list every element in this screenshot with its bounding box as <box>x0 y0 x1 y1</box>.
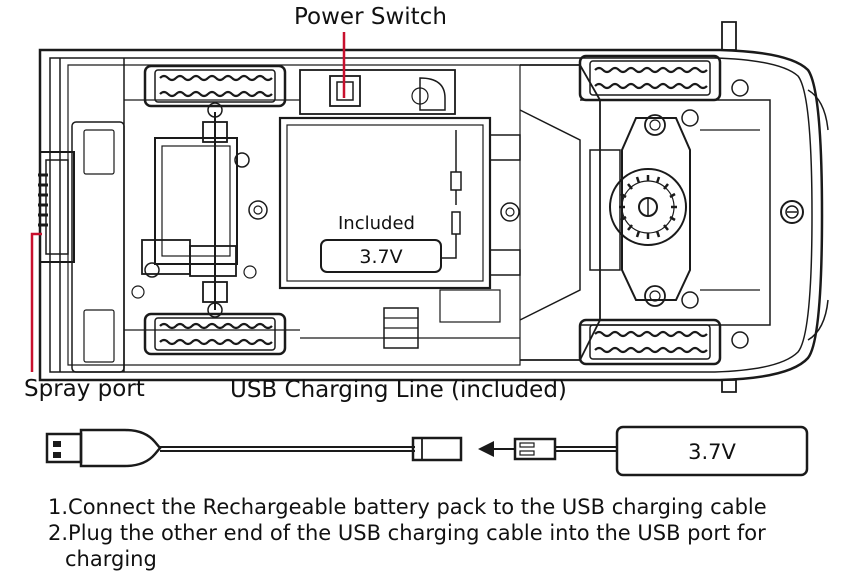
car-body <box>38 21 829 393</box>
rear-wheel-bottom <box>143 302 287 356</box>
cable-connector-female <box>411 436 463 462</box>
battery-connector-male <box>513 437 557 461</box>
spray-port <box>38 121 125 373</box>
cable-battery-pack <box>615 425 809 477</box>
front-screw <box>780 200 804 224</box>
battery-compartment <box>278 116 521 290</box>
battery-voltage-label: 3.7V <box>359 246 402 268</box>
front-wheel-top <box>578 54 749 102</box>
battery-pack <box>320 239 442 273</box>
usb-charging-line-label: USB Charging Line (included) <box>230 377 567 403</box>
rear-wheel-top <box>143 64 287 118</box>
chassis-details <box>300 87 520 349</box>
instruction-step-2-line-2: charging <box>65 547 157 571</box>
usb-plug <box>45 432 83 464</box>
cable-battery-voltage-label: 3.7V <box>688 440 736 464</box>
mirror-bottom <box>721 379 737 393</box>
battery-included-label: Included <box>338 213 415 234</box>
front-chassis <box>519 64 771 361</box>
motor-gearbox <box>124 99 300 331</box>
steering-dial <box>609 168 687 246</box>
instruction-step-2-line-1: 2.Plug the other end of the USB charging… <box>48 521 766 545</box>
front-wheel-bottom <box>578 318 749 366</box>
mirror-top <box>721 21 737 51</box>
instruction-step-1: 1.Connect the Rechargeable battery pack … <box>48 495 767 519</box>
instruction-step-2: 2.Plug the other end of the USB charging… <box>48 520 818 572</box>
spray-port-callout <box>30 232 42 372</box>
steering-assembly <box>609 109 760 309</box>
spray-port-label: Spray port <box>24 376 145 402</box>
usb-cable-diagram <box>45 425 809 477</box>
power-switch <box>299 69 456 115</box>
power-switch-label: Power Switch <box>294 4 447 30</box>
